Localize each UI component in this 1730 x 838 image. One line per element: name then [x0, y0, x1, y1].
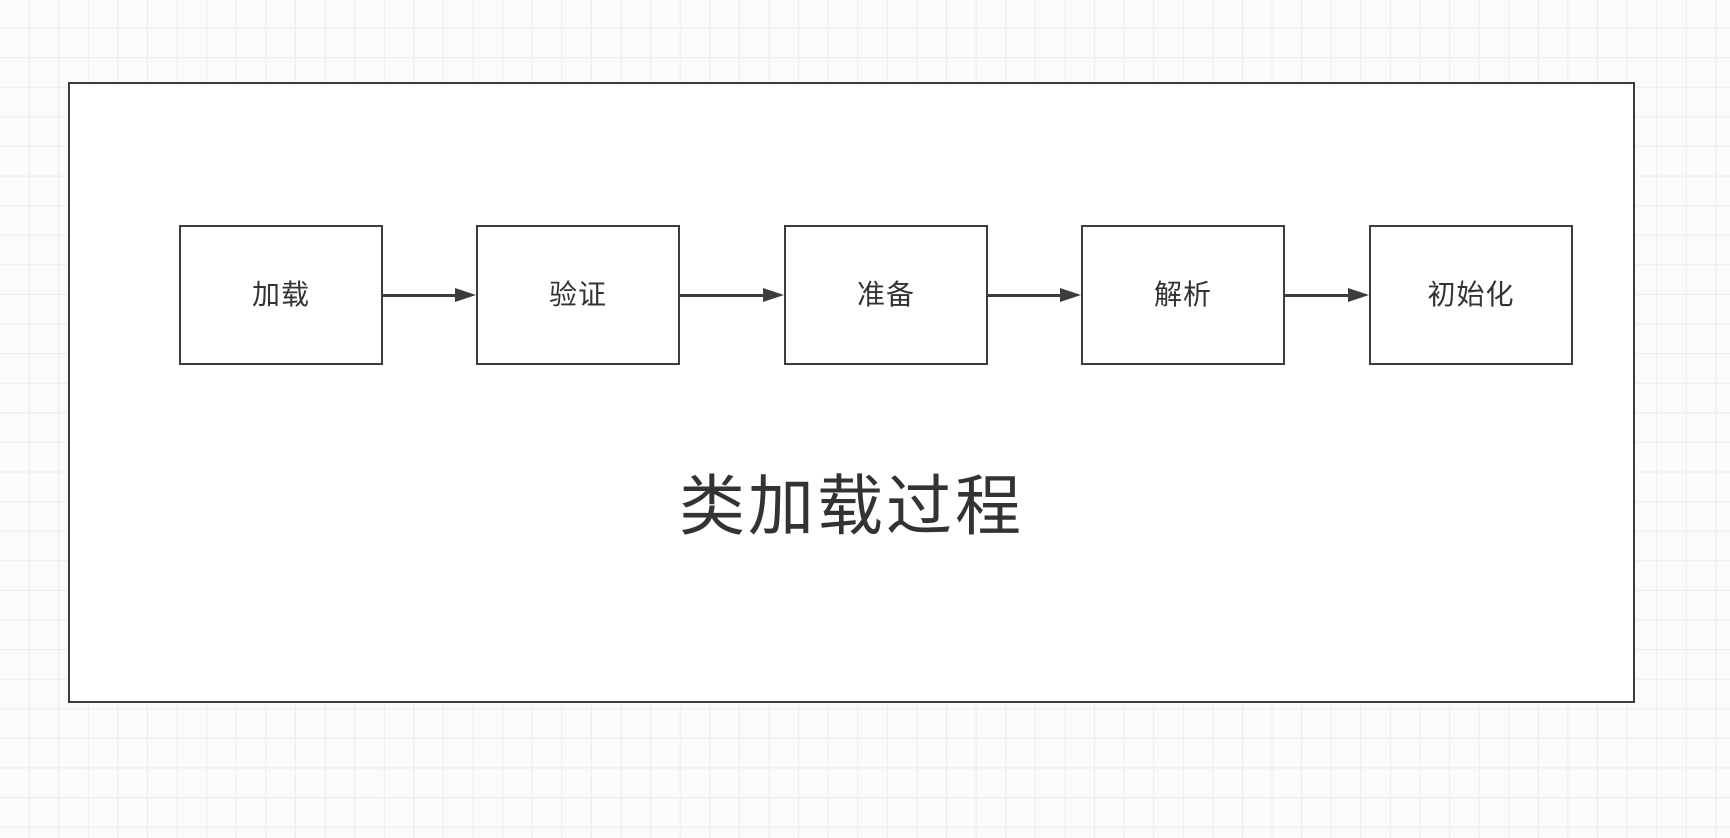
arrow-line: [1285, 293, 1349, 297]
arrow-head-icon: [455, 288, 476, 302]
flow-arrow-resolve-to-initialize: [1285, 288, 1369, 302]
process-node-label: 解析: [1153, 279, 1212, 310]
process-node-verify[interactable]: 验证: [476, 225, 680, 365]
process-node-label: 加载: [251, 279, 310, 310]
process-node-resolve[interactable]: 解析: [1081, 225, 1285, 365]
arrow-line: [680, 293, 764, 297]
process-node-initialize[interactable]: 初始化: [1369, 225, 1573, 365]
process-node-label: 准备: [856, 279, 915, 310]
arrow-line: [383, 293, 456, 297]
flow-arrow-prepare-to-resolve: [988, 288, 1081, 302]
flow-arrow-verify-to-prepare: [680, 288, 784, 302]
flow-arrow-load-to-verify: [383, 288, 476, 302]
diagram-outer-container: [68, 82, 1635, 703]
process-node-label: 初始化: [1427, 279, 1515, 310]
arrow-head-icon: [763, 288, 784, 302]
process-node-prepare[interactable]: 准备: [784, 225, 988, 365]
process-node-load[interactable]: 加载: [179, 225, 383, 365]
process-node-label: 验证: [548, 279, 607, 310]
arrow-line: [988, 293, 1061, 297]
diagram-title: 类加载过程: [679, 469, 1024, 543]
arrow-head-icon: [1060, 288, 1081, 302]
process-flow-row: 加载 验证 准备 解析 初始化: [179, 225, 1573, 365]
arrow-head-icon: [1348, 288, 1369, 302]
